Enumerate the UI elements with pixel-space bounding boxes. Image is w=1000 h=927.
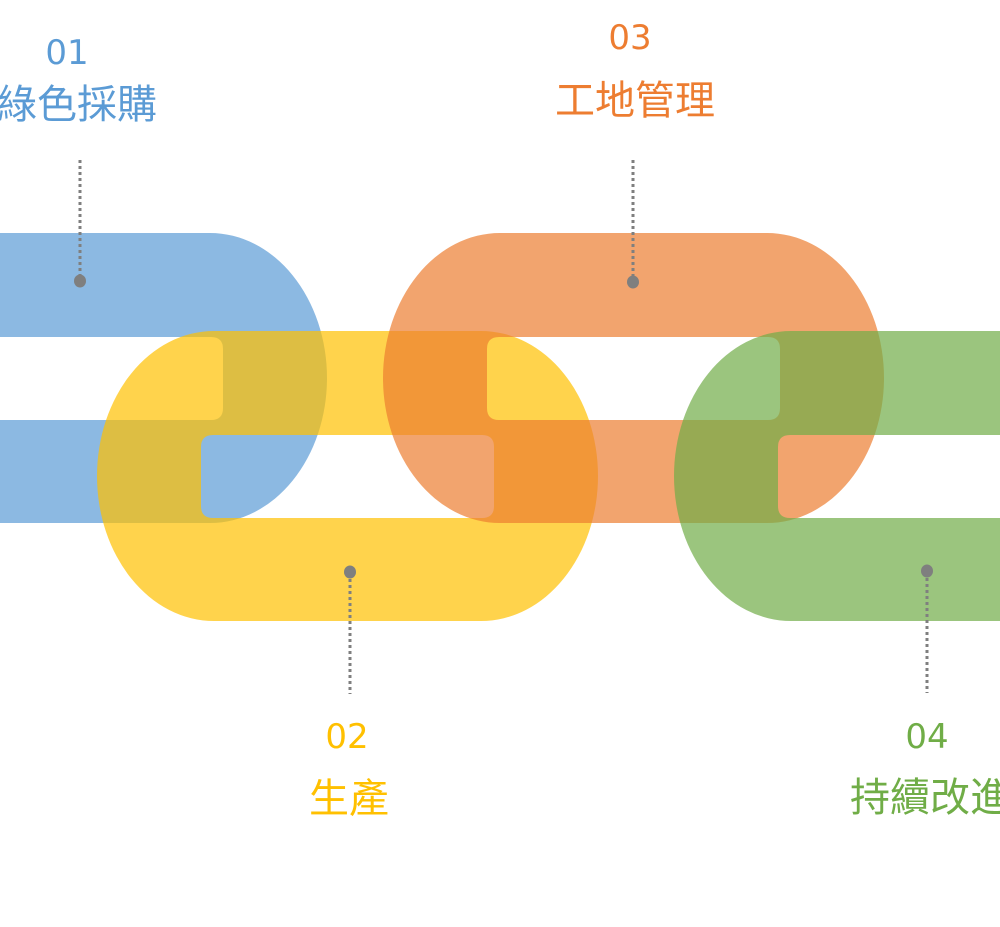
step-04-number: 04 — [905, 717, 949, 757]
step-02-number: 02 — [325, 717, 369, 757]
step-03-number: 03 — [608, 18, 652, 58]
connector-01 — [74, 160, 86, 288]
step-04-title: 持續改進 — [850, 775, 1000, 821]
connector-04 — [921, 564, 933, 693]
chain-link-04 — [674, 331, 1000, 621]
step-01-number: 01 — [45, 33, 89, 73]
connector-02 — [344, 565, 356, 694]
step-01-title: 綠色採購 — [0, 82, 157, 128]
step-03-title: 工地管理 — [555, 78, 715, 124]
step-02-title: 生產 — [309, 776, 389, 822]
connector-03 — [627, 160, 639, 289]
chain-link-01 — [0, 233, 327, 523]
